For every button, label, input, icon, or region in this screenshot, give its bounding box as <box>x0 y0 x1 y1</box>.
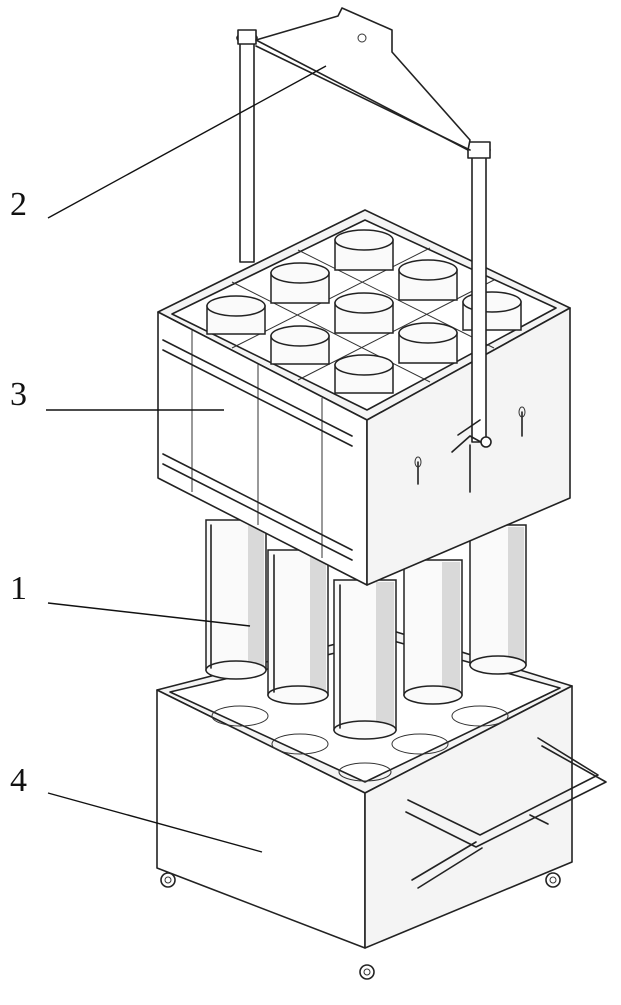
caster-wheel <box>359 964 375 980</box>
filter-cylinder <box>267 549 329 705</box>
push-handle <box>405 737 607 889</box>
side-rail <box>162 339 353 561</box>
leader-line-4 <box>47 792 263 853</box>
leader-line-1 <box>47 602 251 627</box>
filter-cylinder <box>205 519 267 680</box>
filter-cylinder <box>469 524 527 675</box>
leader-line-2 <box>47 65 327 219</box>
label-part-2: 2 <box>10 186 27 223</box>
caster-wheel <box>160 872 176 888</box>
caster-wheel <box>545 872 561 888</box>
lifting-hanger <box>236 7 492 453</box>
filter-cylinder <box>403 559 463 705</box>
label-part-3: 3 <box>10 376 27 413</box>
upper-frame-box <box>157 209 571 586</box>
label-part-4: 4 <box>10 762 27 799</box>
label-part-1: 1 <box>10 570 27 607</box>
cylinder-top-grid <box>206 229 522 394</box>
filter-cylinder <box>333 579 397 740</box>
filter-cylinders <box>205 519 527 740</box>
